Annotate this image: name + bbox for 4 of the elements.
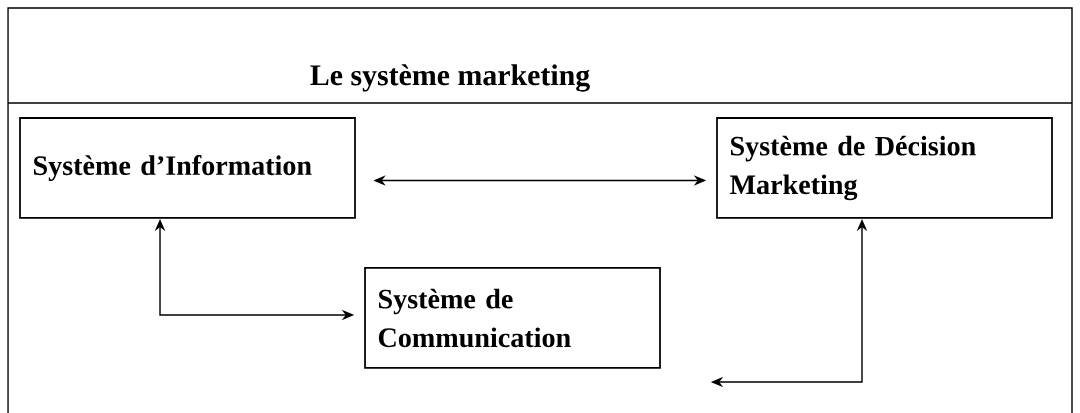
title: Le système marketing: [310, 64, 590, 92]
process-box: Système de Décision Marketing: [716, 117, 1053, 219]
process-box: Système d’Information: [19, 117, 356, 219]
process-box: Système de Communication: [364, 267, 661, 369]
